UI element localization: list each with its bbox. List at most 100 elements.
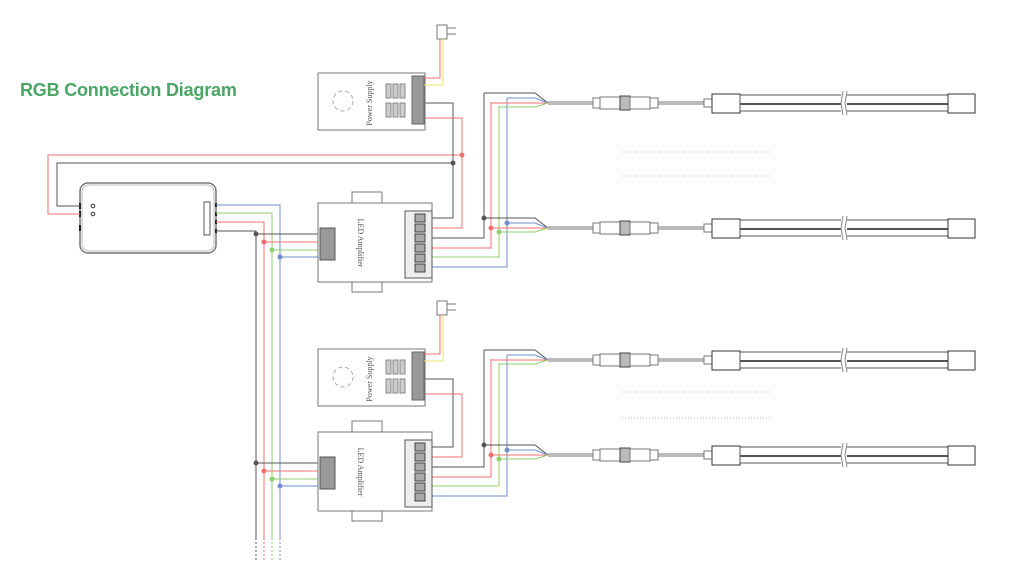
diagram-title: RGB Connection Diagram [20, 80, 237, 100]
strip-end-cap [711, 93, 741, 114]
connector-body [629, 353, 651, 367]
vent [385, 83, 392, 99]
junction-dot [488, 452, 494, 458]
break-mark [840, 347, 844, 373]
terminal-screw [414, 263, 426, 273]
break-gap [841, 216, 847, 240]
junction-dot [269, 247, 275, 253]
amp-output-wire [432, 98, 508, 268]
break-gap [841, 91, 847, 115]
strip-plug [703, 98, 713, 108]
vent [392, 359, 399, 375]
junction-dot [261, 468, 267, 474]
vent [385, 359, 392, 375]
junction-dot [504, 220, 510, 226]
amp-output-wire [432, 363, 500, 487]
strip-end-cap [711, 218, 741, 239]
input-terminal [319, 227, 336, 261]
indicator-led [90, 203, 96, 209]
strip-feed-wire [484, 92, 549, 104]
ac-wire-neutral [424, 315, 444, 362]
controller-terminal [203, 201, 211, 236]
connector-nut [619, 352, 631, 368]
power-supply-terminals [411, 351, 425, 401]
mount-tab [351, 420, 383, 433]
vent [392, 102, 399, 118]
break-gap [841, 348, 847, 372]
terminal-screw [414, 233, 426, 243]
break-mark [844, 442, 848, 468]
power-supply: Power Supply [317, 24, 456, 131]
break-mark [844, 90, 848, 116]
strip-end-cap [947, 350, 976, 371]
vent [385, 378, 392, 394]
terminal-screw [414, 492, 426, 502]
input-terminal [319, 456, 336, 490]
vent [392, 378, 399, 394]
vent [392, 83, 399, 99]
amp-output-wire [432, 355, 508, 497]
junction-dot [261, 239, 267, 245]
vent [399, 83, 406, 99]
ps-to-amp-black [424, 102, 454, 219]
junction-dot [481, 215, 487, 221]
controller-inner [81, 184, 215, 252]
connector-cap [649, 354, 659, 366]
amplifier-label: LED Amplifier [356, 219, 365, 268]
ac-wire-neutral [424, 39, 444, 86]
connector-body [629, 448, 651, 462]
led-strip-2-0 [548, 347, 976, 373]
junction-dot [504, 447, 510, 453]
strip-feed-wire [484, 444, 549, 456]
junction-dot [253, 460, 259, 466]
indicator-led [90, 211, 96, 217]
junction-dot [450, 160, 456, 166]
terminal-screw [414, 452, 426, 462]
connector-body [599, 353, 621, 367]
connector-body [599, 448, 621, 462]
amplifier-group-1 [253, 92, 549, 268]
led-amplifier: LED Amplifier [317, 420, 433, 522]
strip-feed-wire [499, 227, 549, 233]
connector-body [599, 96, 621, 110]
strip-end-cap [711, 350, 741, 371]
power-supply-label: Power Supply [365, 356, 374, 401]
amplifier-label: LED Amplifier [356, 448, 365, 497]
junction-dot [277, 483, 283, 489]
amplifier-group-2 [253, 349, 549, 497]
connector-cap [649, 222, 659, 234]
mount-tab [351, 281, 383, 293]
junction-dot [488, 225, 494, 231]
power-supply: Power Supply [317, 300, 456, 407]
terminal-screw [414, 223, 426, 233]
power-supply-body [317, 72, 426, 131]
connector-body [629, 221, 651, 235]
amp-output-wire [432, 350, 485, 468]
connector-nut [619, 220, 631, 236]
strip-feed-wire [499, 359, 549, 365]
strip-feed-wire [484, 217, 549, 229]
vent [385, 102, 392, 118]
vent [399, 102, 406, 118]
terminal-screw [414, 213, 426, 223]
connector-body [629, 96, 651, 110]
connector-body [599, 221, 621, 235]
strip-feed-wire [507, 222, 549, 229]
break-gap [841, 443, 847, 467]
fan-icon [332, 90, 354, 112]
junction-dot [269, 476, 275, 482]
strip-end-cap [947, 218, 976, 239]
rgb-controller [79, 182, 217, 254]
led-strip-2-1 [548, 442, 976, 468]
junction-dot [459, 152, 465, 158]
fan-icon [332, 366, 354, 388]
bus-red [216, 221, 265, 560]
ps-to-amp-red [424, 393, 463, 458]
break-mark [844, 215, 848, 241]
junction-dot [253, 231, 259, 237]
ac-wire-live [424, 39, 441, 79]
vent [399, 378, 406, 394]
break-mark [840, 215, 844, 241]
junction-dot [277, 254, 283, 260]
